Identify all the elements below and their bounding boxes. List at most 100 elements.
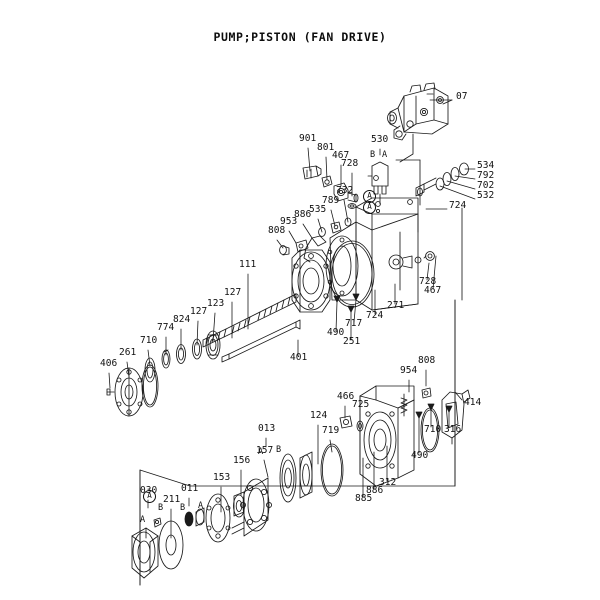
callout-792: 792 xyxy=(477,170,495,181)
leader-c532 xyxy=(439,185,476,200)
leader-c490a xyxy=(335,301,338,332)
leader-c157 xyxy=(263,459,269,478)
leader-c792 xyxy=(454,175,476,180)
mark-030-b: B xyxy=(158,503,164,513)
circle-mark-a-bottom: A xyxy=(143,490,156,503)
callout-732: 732 xyxy=(336,185,354,196)
part-group-156-153 xyxy=(205,491,245,543)
callout-011: 011 xyxy=(181,483,199,494)
mark-013-a: A xyxy=(258,447,264,457)
part-401-bolt xyxy=(221,319,301,363)
part-group-07-pump-unit xyxy=(387,82,453,163)
callout-261: 261 xyxy=(119,347,137,358)
callout-901: 901 xyxy=(299,133,317,144)
callout-123: 123 xyxy=(207,298,225,309)
leader-c702 xyxy=(446,180,476,190)
mark-011-b: B xyxy=(180,503,186,513)
part-group-013-157 xyxy=(231,453,297,537)
mark-013-b: B xyxy=(276,445,282,455)
callout-719: 719 xyxy=(322,425,340,436)
mark-530-a: A xyxy=(382,150,388,160)
callout-153: 153 xyxy=(213,472,231,483)
callout-156: 156 xyxy=(233,455,251,466)
callout-702: 702 xyxy=(477,180,495,191)
callout-886-top: 886 xyxy=(294,209,312,220)
callout-312: 312 xyxy=(379,477,397,488)
leader-c719 xyxy=(329,439,333,453)
leader-c414 xyxy=(454,391,463,401)
part-111-drive-shaft xyxy=(202,293,297,348)
leader-c808a xyxy=(276,239,284,249)
part-group-main-housing xyxy=(325,197,435,311)
mark-030-a: A xyxy=(140,515,146,525)
callout-886-lower: 886 xyxy=(366,485,384,496)
leader-c901 xyxy=(307,147,311,172)
part-group-fittings-901-801-467-728 xyxy=(302,165,359,209)
callout-532: 532 xyxy=(477,190,495,201)
callout-789: 789 xyxy=(322,195,340,206)
circle-mark-a-body: A xyxy=(363,201,376,214)
leader-c717 xyxy=(353,299,357,323)
callout-466: 466 xyxy=(337,391,355,402)
callout-728-top: 728 xyxy=(341,158,359,169)
callout-157: 157 xyxy=(256,445,274,456)
part-group-719-124 xyxy=(299,443,344,499)
callout-885: 885 xyxy=(355,493,373,504)
leader-c261 xyxy=(126,361,130,378)
part-group-466-725 xyxy=(339,415,364,432)
part-group-261-flange xyxy=(106,367,144,417)
callout-316: 316 xyxy=(444,424,462,435)
callout-406: 406 xyxy=(100,358,118,369)
callout-535: 535 xyxy=(309,204,327,215)
callout-127-left: 127 xyxy=(190,306,208,317)
callout-801: 801 xyxy=(317,142,335,153)
callout-467-top: 467 xyxy=(332,150,350,161)
callout-401: 401 xyxy=(290,352,308,363)
callout-710-right: 710 xyxy=(424,424,442,435)
callout-808-lower: 808 xyxy=(418,355,436,366)
callout-07: 07 xyxy=(456,91,468,102)
callout-824: 824 xyxy=(173,314,191,325)
callout-leader-lines xyxy=(108,99,476,539)
callout-124: 124 xyxy=(310,410,328,421)
leader-c406 xyxy=(108,372,111,389)
callout-013: 013 xyxy=(258,423,276,434)
leader-c953 xyxy=(288,230,297,244)
callout-414: 414 xyxy=(464,397,482,408)
part-group-885-886-312 xyxy=(362,445,388,467)
callout-127-right: 127 xyxy=(224,287,242,298)
callout-467-mid: 467 xyxy=(424,285,442,296)
leader-c886a xyxy=(302,223,313,239)
leader-c801 xyxy=(325,156,328,181)
callout-717: 717 xyxy=(345,318,363,329)
leader-c710a xyxy=(147,349,151,367)
callout-111: 111 xyxy=(239,259,257,270)
callout-954: 954 xyxy=(400,365,418,376)
callout-725: 725 xyxy=(352,399,370,410)
callout-271: 271 xyxy=(387,300,405,311)
callout-490-mid: 490 xyxy=(327,327,345,338)
callout-808-top: 808 xyxy=(268,225,286,236)
part-group-011-211-030 xyxy=(131,507,205,579)
callout-710-left: 710 xyxy=(140,335,158,346)
leader-c535 xyxy=(317,218,323,233)
callout-530: 530 xyxy=(371,134,389,145)
leader-c123 xyxy=(212,312,216,342)
leader-c732 xyxy=(343,199,349,223)
leader-c467b xyxy=(432,255,437,290)
mark-011-a: A xyxy=(198,501,204,511)
part-group-bearing-flange xyxy=(291,249,331,313)
leader-c789 xyxy=(330,209,336,227)
callout-251: 251 xyxy=(343,336,361,347)
leader-c728b xyxy=(426,262,430,281)
part-group-small-fittings-left xyxy=(279,217,352,263)
part-group-arrow-tips-lower-right xyxy=(415,403,453,419)
part-group-lower-right-cover xyxy=(359,385,471,487)
part-group-coupling-534-792-702-532 xyxy=(415,162,469,197)
leader-c127a xyxy=(196,320,199,346)
callout-490-lower: 490 xyxy=(411,450,429,461)
callout-728-mid: 728 xyxy=(419,276,437,287)
callout-774: 774 xyxy=(157,322,175,333)
callout-534: 534 xyxy=(477,160,495,171)
